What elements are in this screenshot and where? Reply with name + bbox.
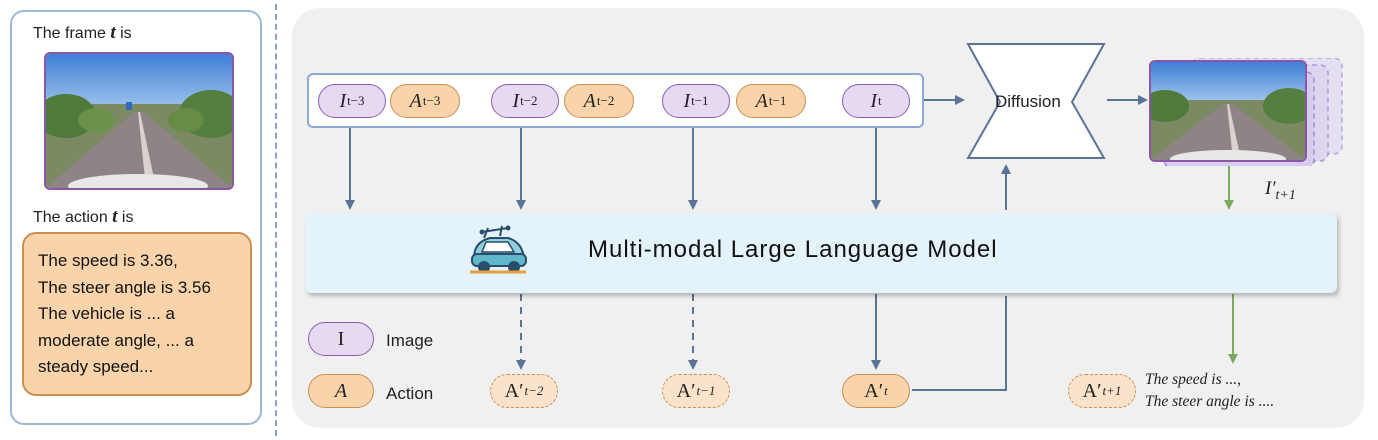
action-text-box: The speed is 3.36, The steer angle is 3.… bbox=[22, 232, 252, 396]
predicted-action-text: The speed is ..., The steer angle is ...… bbox=[1145, 369, 1274, 413]
legend-action-symbol: A bbox=[334, 379, 348, 402]
predicted-image-label: I′t+1 bbox=[1265, 178, 1296, 204]
frame-caption-text: The frame bbox=[33, 25, 106, 42]
token-subscript: t bbox=[878, 93, 882, 108]
mllm-label: Multi-modal Large Language Model bbox=[588, 236, 998, 263]
predicted-action-token: A′t−1 bbox=[662, 374, 730, 408]
token-symbol: A bbox=[583, 89, 596, 112]
legend-action-label: Action bbox=[386, 384, 434, 403]
diffusion-block bbox=[966, 43, 1106, 159]
token-subscript: t+1 bbox=[1102, 383, 1122, 398]
frame-caption-suffix: is bbox=[120, 25, 132, 42]
token-subscript: t−1 bbox=[691, 93, 709, 108]
token-symbol: I bbox=[339, 89, 347, 112]
frame-image bbox=[44, 52, 234, 190]
predicted-action-token: A′t+1 bbox=[1068, 374, 1136, 408]
legend-image-pill: I bbox=[308, 322, 374, 356]
predicted-frame-image bbox=[1149, 60, 1307, 162]
token-symbol: I bbox=[512, 89, 520, 112]
legend-image-label: Image bbox=[386, 331, 434, 350]
token-symbol: A′ bbox=[1082, 379, 1102, 402]
token-symbol: A bbox=[409, 89, 422, 112]
legend-image-symbol: I bbox=[337, 327, 345, 350]
symbol: I′ bbox=[1265, 178, 1276, 199]
predicted-action-token: A′t−2 bbox=[490, 374, 558, 408]
predicted-road-scene bbox=[1151, 62, 1305, 160]
action-line: moderate angle, ... a bbox=[38, 330, 194, 350]
token-subscript: t−1 bbox=[768, 93, 787, 108]
legend-action-pill: A bbox=[308, 374, 374, 408]
action-feedback-line bbox=[912, 296, 1007, 391]
token-symbol: A bbox=[755, 89, 768, 112]
token-subscript: t−3 bbox=[347, 93, 365, 108]
token-subscript: t−2 bbox=[520, 93, 538, 108]
diffusion-label: Diffusion bbox=[995, 92, 1061, 111]
panel-divider bbox=[275, 4, 277, 436]
action-caption: The action t is bbox=[33, 206, 133, 228]
frame-caption: The frame t is bbox=[33, 22, 132, 44]
predicted-action-token: A′t bbox=[842, 374, 910, 408]
token-symbol: A′ bbox=[504, 379, 524, 402]
predicted-action-line: The speed is ..., bbox=[1145, 371, 1242, 388]
action-caption-suffix: is bbox=[121, 209, 134, 226]
token-subscript: t bbox=[884, 383, 888, 398]
subscript: t+1 bbox=[1275, 187, 1296, 203]
frame-var: t bbox=[110, 22, 116, 43]
action-line: The vehicle is ... a bbox=[38, 304, 176, 323]
road-scene-thumbnail bbox=[46, 54, 232, 188]
token-symbol: A′ bbox=[864, 379, 884, 402]
action-line: The steer angle is 3.56 bbox=[38, 277, 211, 297]
token-subscript: t−2 bbox=[524, 383, 544, 398]
action-line: steady speed... bbox=[38, 357, 154, 376]
action-line: The speed is 3.36, bbox=[38, 251, 178, 270]
predicted-action-line: The steer angle is .... bbox=[1145, 393, 1275, 410]
token-subscript: t−2 bbox=[596, 93, 615, 108]
token-symbol: I bbox=[683, 89, 691, 112]
action-caption-text: The action bbox=[33, 209, 108, 226]
token-symbol: I bbox=[870, 89, 878, 112]
token-symbol: A′ bbox=[676, 379, 696, 402]
car-icon bbox=[470, 225, 527, 274]
action-var: t bbox=[112, 206, 118, 227]
token-subscript: t−3 bbox=[422, 93, 441, 108]
token-subscript: t−1 bbox=[696, 383, 716, 398]
